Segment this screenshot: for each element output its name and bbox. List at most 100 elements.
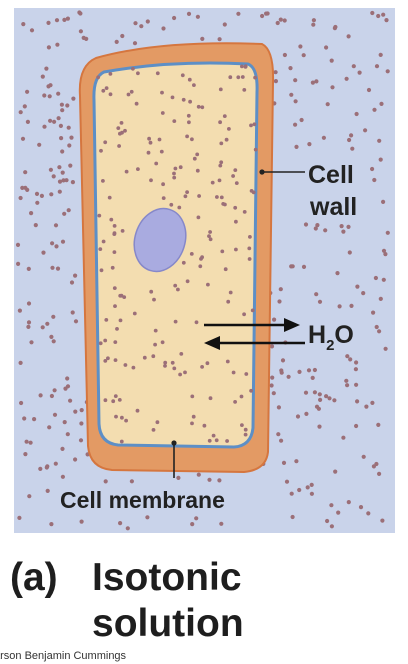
solute-particle xyxy=(363,128,368,133)
solute-particle xyxy=(29,340,34,345)
solute-particle xyxy=(202,423,207,428)
solute-particle xyxy=(279,438,284,443)
solute-particle xyxy=(65,384,71,389)
solute-particle xyxy=(153,328,158,333)
solute-particle xyxy=(347,250,352,255)
solute-particle xyxy=(84,36,89,42)
solute-particle xyxy=(60,474,65,479)
solute-particle xyxy=(240,75,245,79)
solute-particle xyxy=(215,195,219,199)
solute-particle xyxy=(294,144,299,149)
solute-particle xyxy=(120,229,125,233)
solute-particle xyxy=(181,260,186,265)
solute-particle xyxy=(133,21,138,26)
solute-particle xyxy=(108,72,113,76)
solute-particle xyxy=(62,420,67,425)
solute-particle xyxy=(200,365,205,369)
solute-particle xyxy=(23,185,28,190)
solute-particle xyxy=(68,398,73,403)
solute-particle xyxy=(195,152,200,157)
solute-particle xyxy=(114,39,119,45)
solute-particle xyxy=(172,175,177,180)
solute-particle xyxy=(309,482,314,487)
solute-particle xyxy=(345,354,350,359)
solute-particle xyxy=(297,487,302,493)
solute-particle xyxy=(18,360,23,365)
solute-particle xyxy=(309,491,314,496)
solute-particle xyxy=(344,76,349,81)
solute-particle xyxy=(278,17,283,22)
solute-particle xyxy=(333,469,338,474)
solute-particle xyxy=(134,101,139,106)
solute-particle xyxy=(276,432,281,437)
solute-particle xyxy=(336,510,341,515)
solute-particle xyxy=(373,275,378,281)
solute-particle xyxy=(381,248,387,253)
solute-particle xyxy=(372,177,377,183)
solute-particle xyxy=(120,415,124,420)
solute-particle xyxy=(181,97,186,102)
solute-particle xyxy=(154,161,159,166)
solute-particle xyxy=(40,74,45,79)
solute-particle xyxy=(281,460,287,465)
solute-particle xyxy=(304,411,309,416)
solute-particle xyxy=(47,94,52,99)
solute-particle xyxy=(19,400,24,406)
solute-particle xyxy=(218,120,223,125)
solute-particle xyxy=(324,45,329,50)
solute-particle xyxy=(176,287,180,292)
solute-particle xyxy=(345,383,350,388)
solute-particle xyxy=(78,438,84,443)
solute-particle xyxy=(317,392,322,397)
solute-particle xyxy=(25,119,30,124)
solute-particle xyxy=(206,282,210,287)
solute-particle xyxy=(354,382,359,387)
solute-particle xyxy=(40,325,45,330)
solute-particle xyxy=(301,264,307,269)
solute-particle xyxy=(46,84,51,89)
solute-particle xyxy=(169,202,174,207)
solute-particle xyxy=(29,211,34,216)
solute-particle xyxy=(282,52,287,58)
solute-particle xyxy=(270,375,275,380)
solute-particle xyxy=(185,279,190,284)
solute-particle xyxy=(372,107,377,112)
solute-particle xyxy=(378,296,383,301)
solute-particle xyxy=(219,195,224,200)
solute-particle xyxy=(378,52,383,58)
solute-particle xyxy=(50,241,55,246)
solute-particle xyxy=(346,500,351,505)
solute-particle xyxy=(381,12,386,17)
cytoplasm-solute-particles xyxy=(96,64,258,444)
solute-particle xyxy=(52,388,57,393)
solute-particle xyxy=(233,400,238,404)
solute-particle xyxy=(37,142,42,147)
solute-particle xyxy=(73,409,78,414)
solute-particle xyxy=(332,398,337,403)
solute-particle xyxy=(227,126,231,131)
solute-particle xyxy=(208,237,213,242)
solute-particle xyxy=(288,66,293,71)
solute-particle xyxy=(311,22,316,27)
solute-particle xyxy=(243,427,248,432)
solute-particle xyxy=(173,319,178,324)
solute-particle xyxy=(269,344,275,349)
solute-particle xyxy=(313,226,318,231)
solute-particle xyxy=(223,267,228,272)
solute-particle xyxy=(381,199,386,204)
solute-particle xyxy=(211,433,216,438)
solute-particle xyxy=(210,180,215,185)
solute-particle xyxy=(60,446,65,451)
solute-particle xyxy=(103,479,108,484)
solute-particle xyxy=(225,359,230,364)
solute-particle xyxy=(163,360,168,365)
solute-particle xyxy=(321,135,326,140)
solute-particle xyxy=(332,26,337,31)
solute-particle xyxy=(65,432,70,437)
solute-particle xyxy=(243,432,248,437)
solute-particle xyxy=(107,195,112,200)
solute-particle xyxy=(172,171,176,176)
solute-particle xyxy=(324,394,329,399)
solute-particle xyxy=(41,250,46,255)
solute-particle xyxy=(383,346,388,351)
